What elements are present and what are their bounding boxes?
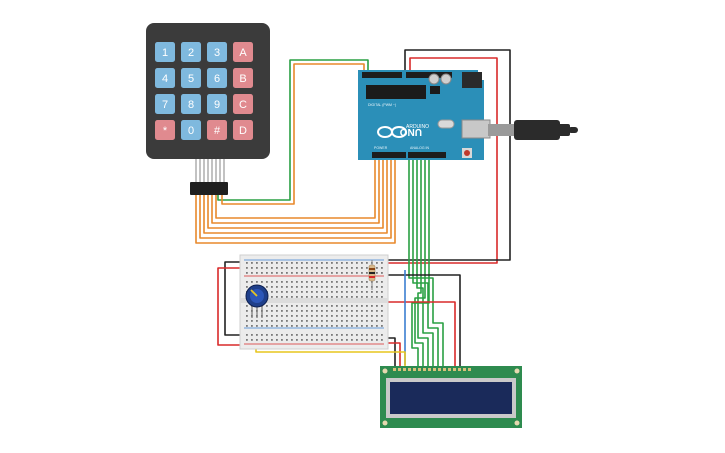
keypad-key[interactable]: C	[233, 94, 253, 114]
wire-5v-red[interactable]	[372, 57, 498, 264]
wire-lcd-green-3[interactable]	[416, 160, 434, 368]
keypad-key-label: 8	[188, 99, 194, 111]
keypad-key-label: 3	[214, 47, 220, 59]
wire-bb-left-black[interactable]	[224, 261, 240, 336]
keypad-key-label: 0	[188, 125, 194, 137]
breadboard	[239, 254, 389, 350]
wire-keypad-orange-3[interactable]	[203, 160, 388, 234]
keypad-key-label: #	[214, 125, 221, 137]
wire-keypad-orange-top[interactable]	[221, 63, 365, 205]
usb-port[interactable]	[461, 119, 491, 139]
usb-plug-metal	[488, 124, 516, 136]
keypad-key[interactable]: 1	[155, 42, 175, 62]
keypad-key[interactable]: A	[233, 42, 253, 62]
keypad-key-label: 1	[162, 47, 168, 59]
arduino-uno: UNO ARDUINO DIGITAL (PWM ~) ANALOG IN PO…	[358, 70, 491, 160]
keypad: 1 2 3 A 4 5 6 B 7 8 9 C * 0 # D	[146, 23, 270, 195]
keypad-key[interactable]: D	[233, 120, 253, 140]
pot-indicator	[250, 289, 258, 297]
microcontroller-chip	[366, 85, 426, 99]
keypad-key-label: 7	[162, 99, 168, 111]
wire-lcd-green-4[interactable]	[417, 160, 429, 368]
digital-label: DIGITAL (PWM ~)	[368, 103, 396, 107]
keypad-key-label: 4	[162, 73, 168, 85]
wire-keypad-orange-5[interactable]	[211, 160, 380, 224]
keypad-key[interactable]: 8	[181, 94, 201, 114]
keypad-key[interactable]: 9	[207, 94, 227, 114]
resistor[interactable]	[368, 260, 376, 290]
usb-cable-end	[568, 127, 578, 133]
keypad-key-label: B	[239, 73, 246, 85]
wires	[195, 49, 511, 368]
wire-lcd-black[interactable]	[383, 274, 461, 368]
keypad-key[interactable]: 6	[207, 68, 227, 88]
breadboard-channel	[240, 298, 388, 303]
wire-keypad-orange-6[interactable]	[215, 160, 376, 219]
keypad-key-label: 2	[188, 47, 194, 59]
keypad-key-label: 6	[214, 73, 220, 85]
wire-lcd-green-1[interactable]	[408, 160, 444, 368]
crystal	[437, 119, 455, 129]
header-power[interactable]	[372, 152, 406, 158]
wire-gnd-black[interactable]	[240, 49, 511, 261]
wire-keypad-orange-1[interactable]	[195, 160, 396, 244]
header-analog[interactable]	[408, 152, 446, 158]
keypad-key[interactable]: 0	[181, 120, 201, 140]
keypad-key[interactable]: 5	[181, 68, 201, 88]
header-digital-low[interactable]	[406, 72, 452, 78]
dc-jack[interactable]	[462, 72, 482, 88]
usb-cable[interactable]	[488, 120, 578, 140]
potentiometer[interactable]	[245, 284, 269, 318]
keypad-key[interactable]: *	[155, 120, 175, 140]
reset-button[interactable]	[464, 150, 470, 156]
lcd-pins	[393, 368, 471, 371]
keypad-key-label: A	[239, 47, 247, 59]
keypad-key[interactable]: 7	[155, 94, 175, 114]
wire-keypad-green[interactable]	[217, 59, 369, 201]
analog-label: ANALOG IN	[410, 146, 430, 150]
keypad-key-label: *	[163, 125, 168, 137]
mount-hole	[514, 420, 520, 426]
keypad-ribbon	[195, 159, 225, 183]
mount-hole	[382, 368, 388, 374]
keypad-keys: 1 2 3 A 4 5 6 B 7 8 9 C * 0 # D	[155, 42, 253, 140]
keypad-key-label: C	[239, 99, 247, 111]
mount-hole	[514, 368, 520, 374]
wire-bb-left-red[interactable]	[217, 267, 240, 346]
wire-lcd-green-2[interactable]	[412, 160, 439, 368]
keypad-key-label: D	[239, 125, 247, 137]
small-chip	[430, 86, 440, 94]
keypad-key[interactable]: B	[233, 68, 253, 88]
capacitor-2	[440, 73, 452, 85]
arduino-brand-text: ARDUINO	[406, 124, 429, 130]
lcd-16x2	[380, 366, 522, 428]
keypad-key-label: 9	[214, 99, 220, 111]
keypad-key-label: 5	[188, 73, 194, 85]
lcd-screen	[390, 382, 512, 414]
arduino-logo	[377, 126, 407, 138]
header-digital-high[interactable]	[362, 72, 402, 78]
usb-strain-relief	[558, 124, 570, 136]
keypad-key[interactable]: 2	[181, 42, 201, 62]
capacitor-1	[428, 73, 440, 85]
mount-hole	[382, 420, 388, 426]
power-label: POWER	[374, 146, 388, 150]
keypad-connector[interactable]	[190, 182, 228, 195]
wire-lcd-green-6[interactable]	[411, 160, 430, 368]
keypad-key[interactable]: 4	[155, 68, 175, 88]
keypad-key[interactable]: 3	[207, 42, 227, 62]
uno-logo-text: UNO	[400, 126, 422, 137]
wire-keypad-orange-4[interactable]	[207, 160, 384, 229]
keypad-key[interactable]: #	[207, 120, 227, 140]
wire-keypad-orange-2[interactable]	[199, 160, 392, 239]
usb-plug-body	[514, 120, 560, 140]
